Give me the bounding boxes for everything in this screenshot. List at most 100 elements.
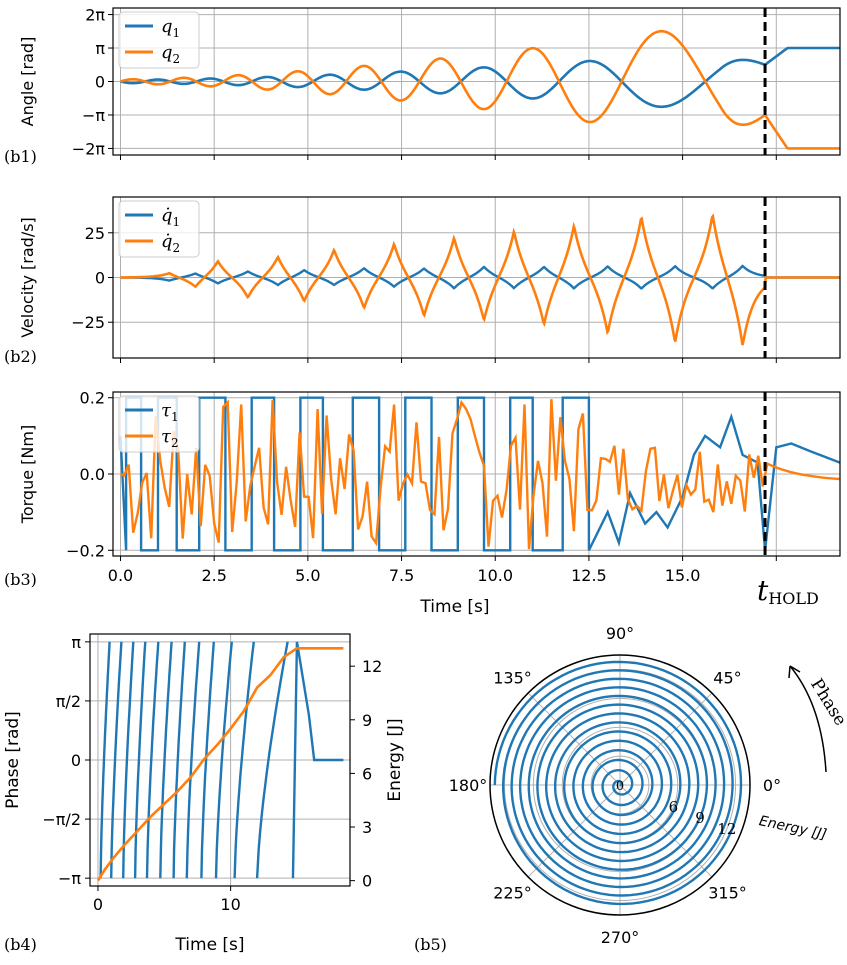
ytick-label: −π [82, 106, 105, 125]
xtick-label: 0 [93, 895, 103, 914]
xtick-label: 12.5 [571, 566, 607, 585]
legend: q̇1q̇2 [118, 200, 200, 258]
t-hold-label: tHOLD [757, 574, 819, 608]
series-tau2 [120, 399, 840, 550]
xtick-label: 0.0 [108, 566, 133, 585]
time-axis-label: Time [s] [419, 597, 489, 617]
ylabel: Phase [rad] [3, 711, 23, 809]
phase-final-segment [291, 641, 344, 879]
xtick-label: 10 [220, 895, 240, 914]
legend-1-sub: 1 [173, 26, 181, 40]
phase-segment [110, 641, 123, 879]
angle-label: 45° [713, 669, 741, 688]
phase-segment [214, 641, 233, 879]
panel-label: (b4) [4, 935, 37, 954]
phase-segment [145, 641, 160, 879]
ytick-label: 0 [95, 73, 105, 92]
angle-label: 225° [493, 883, 532, 902]
y2tick-label: 12 [362, 657, 382, 676]
panel-label: (b1) [4, 147, 37, 166]
axes-frame [89, 633, 351, 887]
angle-label: 270° [601, 928, 640, 947]
angle-label: 0° [763, 776, 781, 795]
angle-label: 180° [449, 776, 488, 795]
phase-segment [233, 641, 255, 879]
series-q1 [120, 46, 840, 109]
ytick-label: −0.2 [66, 541, 105, 560]
legend-2-sub: 2 [173, 241, 181, 255]
phase-arrow [789, 665, 827, 773]
t-hold-sub: HOLD [768, 589, 819, 608]
y2tick-label: 9 [362, 711, 372, 730]
panel-label: (b2) [4, 347, 37, 366]
xtick-label: 10.0 [477, 566, 513, 585]
panel-b5: 69 12 0 0° 45° 90° 135° 180° 225° 270° 315° Energy … [414, 624, 847, 954]
angle-label: 315° [708, 883, 747, 902]
phase-energy-spiral [493, 660, 743, 906]
ytick-label: 0 [95, 269, 105, 288]
phase-arrow-head [788, 665, 801, 679]
phase-arrow-label: Phase [806, 675, 847, 729]
ytick-label: π [71, 633, 81, 652]
phase-segment [185, 641, 201, 879]
r-center-label: 0 [616, 779, 624, 794]
axes-frame [112, 7, 841, 156]
xlabel: Time [s] [174, 935, 244, 955]
angle-label: 135° [493, 669, 532, 688]
y2label: Energy [J] [385, 718, 405, 801]
ytick-label: 0.2 [80, 389, 105, 408]
r-tick-label: 6 [669, 798, 679, 816]
angle-grid [619, 692, 713, 786]
series-dq2 [120, 213, 840, 346]
energy-line [96, 647, 344, 882]
ytick-label: −2π [72, 139, 106, 158]
legend-1-sub: 1 [173, 215, 181, 229]
legend-2-sub: 2 [171, 436, 179, 450]
r-tick-label: 9 [695, 809, 705, 827]
phase-segment [122, 641, 135, 879]
radial-label: Energy [J] [758, 813, 829, 843]
panel-label: (b3) [4, 570, 37, 589]
legend-1-sub: 1 [171, 410, 179, 424]
angle-label: 90° [606, 624, 634, 643]
legend-box [118, 200, 200, 258]
phase-segment [200, 641, 215, 879]
axes-frame [112, 196, 841, 359]
polar-frame [489, 654, 751, 916]
ytick-label: −π/2 [42, 810, 81, 829]
ytick-label: −25 [71, 313, 105, 332]
ylabel: Angle [rad] [18, 37, 37, 127]
ytick-label: 25 [85, 224, 105, 243]
xtick-label: 15.0 [665, 566, 701, 585]
ytick-label: π [95, 39, 105, 58]
legend-2-sub: 2 [173, 52, 181, 66]
xtick-label: 5.0 [295, 566, 320, 585]
panel-label: (b5) [414, 935, 447, 954]
ylabel: Torque [Nm] [18, 425, 37, 524]
panel-b2: 25 0 −25 Velocity [rad/s] (b2) q̇1q̇2 [4, 196, 841, 366]
legend-box [118, 395, 200, 453]
phase-segment [172, 641, 186, 879]
r-tick-label: 12 [717, 820, 736, 838]
xtick-label: 2.5 [201, 566, 226, 585]
phase-segment [255, 641, 289, 879]
phase-segment [159, 641, 173, 879]
ytick-label: 2π [85, 6, 105, 25]
ytick-label: 0 [71, 751, 81, 770]
series-q2 [120, 29, 840, 150]
ytick-label: 0.0 [80, 465, 105, 484]
phase-segment [99, 641, 111, 879]
legend-box [118, 11, 200, 69]
ytick-label: π/2 [56, 692, 81, 711]
y2tick-label: 0 [362, 872, 372, 891]
ylabel: Velocity [rad/s] [18, 217, 37, 338]
axes-frame [112, 391, 841, 557]
series-dq1 [120, 264, 840, 290]
phase-segment [133, 641, 147, 879]
